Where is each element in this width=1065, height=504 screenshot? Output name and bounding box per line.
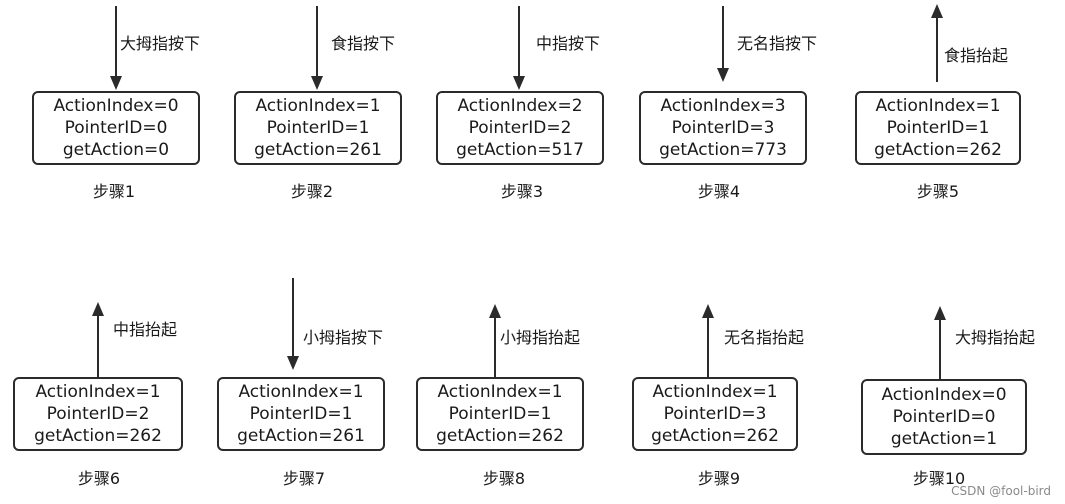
arrow-head <box>311 76 323 90</box>
step-label: 步骤6 <box>77 469 121 488</box>
action-index-text: ActionIndex=0 <box>53 96 179 116</box>
arrow-head <box>931 4 943 18</box>
action-index-text: ActionIndex=1 <box>35 382 161 402</box>
step-label: 步骤2 <box>290 182 334 201</box>
pointer-id-text: PointerID=1 <box>249 404 353 424</box>
pointer-id-text: PointerID=2 <box>468 118 572 138</box>
pointer-id-text: PointerID=0 <box>892 407 996 427</box>
get-action-text: getAction=262 <box>34 426 162 446</box>
arrow-down-icon <box>513 6 525 90</box>
arrow-head <box>934 306 946 320</box>
event-box: ActionIndex=0 PointerID=0 getAction=0 <box>32 91 200 165</box>
get-action-text: getAction=261 <box>254 140 382 160</box>
step-label: 步骤3 <box>500 182 544 201</box>
action-index-text: ActionIndex=1 <box>437 382 563 402</box>
action-index-text: ActionIndex=0 <box>881 385 1007 405</box>
arrow-down-icon <box>287 278 299 370</box>
action-label: 大拇指抬起 <box>955 328 1036 347</box>
pointer-id-text: PointerID=3 <box>671 118 775 138</box>
watermark: CSDN @fool-bird <box>951 484 1051 498</box>
get-action-text: getAction=517 <box>456 140 584 160</box>
arrow-head <box>489 304 501 318</box>
pointer-id-text: PointerID=2 <box>46 404 150 424</box>
step-label: 步骤9 <box>697 469 741 488</box>
pointer-id-text: PointerID=1 <box>448 404 552 424</box>
event-box: ActionIndex=1 PointerID=3 getAction=262 <box>632 377 798 451</box>
action-label: 食指按下 <box>331 34 396 53</box>
action-label: 小拇指抬起 <box>500 328 581 347</box>
arrow-up-icon <box>931 4 943 82</box>
action-label: 小拇指按下 <box>303 328 384 347</box>
action-index-text: ActionIndex=3 <box>660 96 786 116</box>
get-action-text: getAction=261 <box>237 426 365 446</box>
pointer-id-text: PointerID=3 <box>663 404 767 424</box>
pointer-id-text: PointerID=1 <box>266 118 370 138</box>
get-action-text: getAction=0 <box>62 140 170 160</box>
get-action-text: getAction=262 <box>436 426 564 446</box>
arrow-head <box>702 304 714 318</box>
event-box: ActionIndex=1 PointerID=2 getAction=262 <box>13 377 183 451</box>
action-label: 无名指按下 <box>737 34 818 53</box>
arrow-head <box>92 302 104 316</box>
arrow-down-icon <box>717 6 729 82</box>
arrow-head <box>717 68 729 82</box>
step-label: 步骤4 <box>697 182 741 201</box>
step-label: 步骤10 <box>912 469 966 488</box>
arrow-head <box>287 356 299 370</box>
action-label: 中指抬起 <box>113 320 178 339</box>
action-index-text: ActionIndex=1 <box>875 96 1001 116</box>
get-action-text: getAction=1 <box>890 429 998 449</box>
pointer-id-text: PointerID=1 <box>886 118 990 138</box>
event-box: ActionIndex=2 PointerID=2 getAction=517 <box>436 91 604 165</box>
event-box: ActionIndex=3 PointerID=3 getAction=773 <box>639 91 807 165</box>
arrow-down-icon <box>110 6 122 90</box>
arrow-up-icon <box>702 304 714 380</box>
arrow-up-icon <box>92 302 104 378</box>
event-box: ActionIndex=1 PointerID=1 getAction=262 <box>855 91 1021 165</box>
arrow-up-icon <box>489 304 501 380</box>
action-label: 无名指抬起 <box>724 328 805 347</box>
arrow-down-icon <box>311 6 323 90</box>
get-action-text: getAction=262 <box>874 140 1002 160</box>
event-box: ActionIndex=1 PointerID=1 getAction=261 <box>217 377 385 451</box>
step-label: 步骤7 <box>282 469 326 488</box>
action-label: 食指抬起 <box>944 46 1009 65</box>
event-box: ActionIndex=1 PointerID=1 getAction=261 <box>234 91 402 165</box>
action-index-text: ActionIndex=1 <box>238 382 364 402</box>
action-index-text: ActionIndex=1 <box>652 382 778 402</box>
event-box: ActionIndex=1 PointerID=1 getAction=262 <box>416 377 584 451</box>
arrow-up-icon <box>934 306 946 382</box>
arrow-head <box>110 76 122 90</box>
pointer-id-text: PointerID=0 <box>64 118 168 138</box>
action-index-text: ActionIndex=1 <box>255 96 381 116</box>
step-label: 步骤8 <box>482 469 526 488</box>
arrow-head <box>513 76 525 90</box>
event-box: ActionIndex=0 PointerID=0 getAction=1 <box>861 379 1027 455</box>
action-label: 中指按下 <box>536 34 601 53</box>
action-label: 大拇指按下 <box>120 34 201 53</box>
action-index-text: ActionIndex=2 <box>457 96 583 116</box>
step-label: 步骤1 <box>92 182 136 201</box>
step-label: 步骤5 <box>916 182 960 201</box>
get-action-text: getAction=262 <box>651 426 779 446</box>
get-action-text: getAction=773 <box>659 140 787 160</box>
